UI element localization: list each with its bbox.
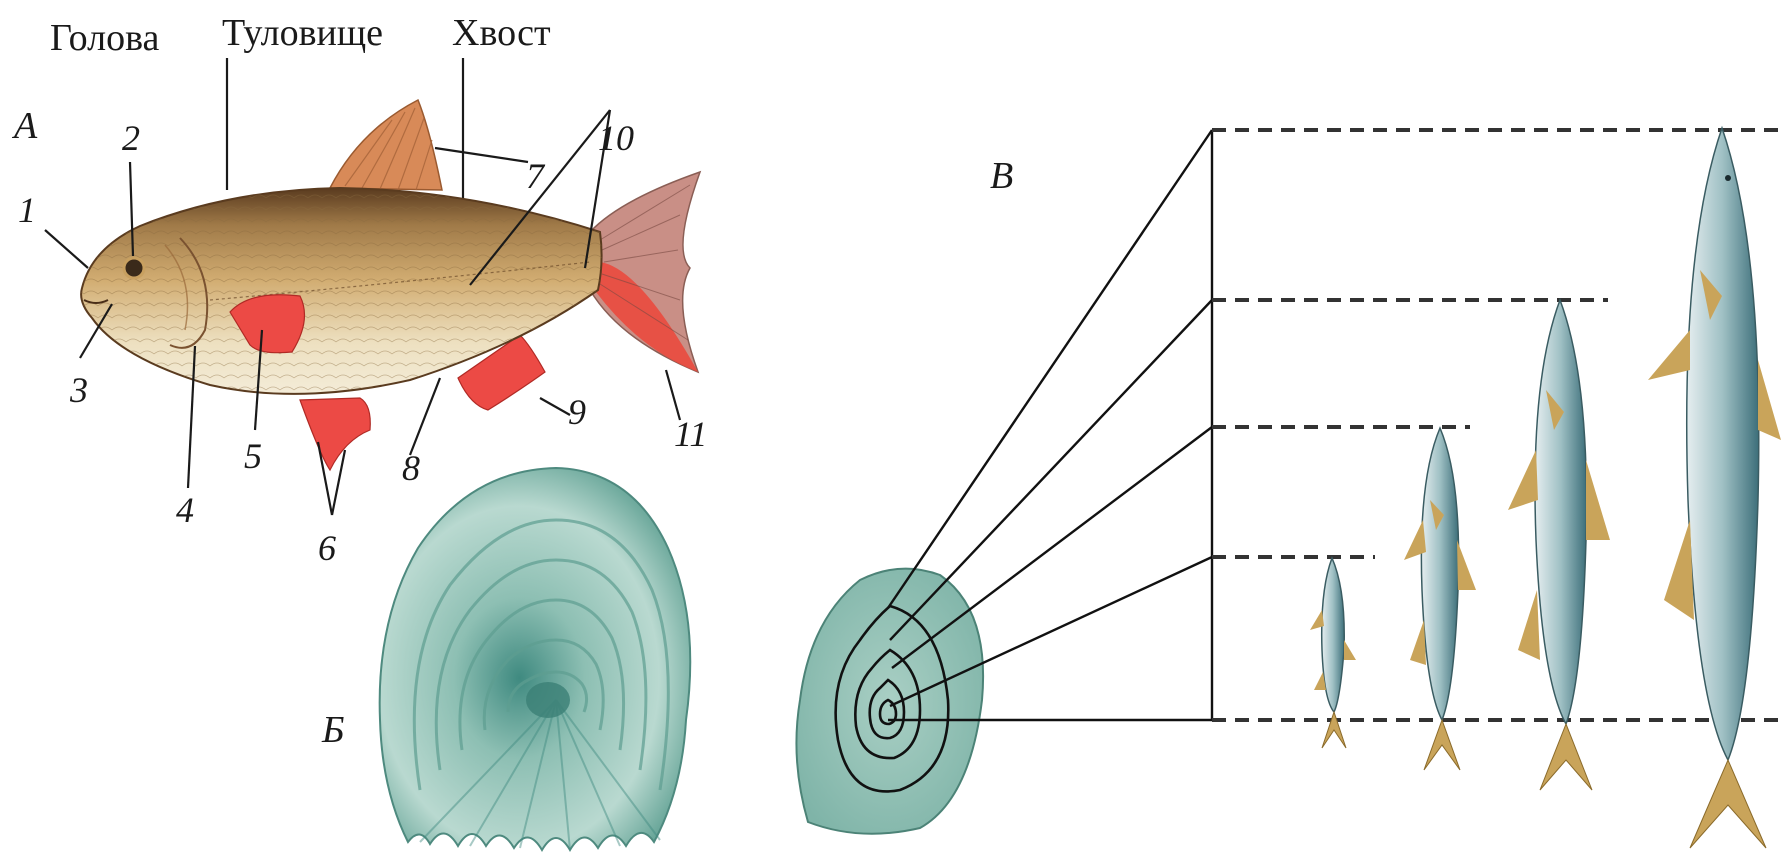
juvenile-fish-4 — [1648, 128, 1781, 848]
panel-letter-b: Б — [321, 709, 344, 751]
region-label-tail: Хвост — [452, 12, 551, 54]
region-label-trunk: Туловище — [222, 12, 383, 54]
pelvic-fins — [300, 398, 370, 470]
juvenile-fish-3 — [1508, 300, 1610, 790]
callout-11: 11 — [674, 414, 707, 454]
panel-letter-v: В — [990, 155, 1013, 197]
callout-2: 2 — [122, 118, 140, 158]
callout-8: 8 — [402, 448, 420, 488]
scale-growth-rings — [796, 569, 983, 834]
ring-ray-4 — [888, 130, 1212, 608]
region-label-head: Голова — [50, 17, 160, 59]
callout-5: 5 — [244, 436, 262, 476]
callout-3: 3 — [69, 370, 88, 410]
scale-closeup — [380, 468, 691, 850]
callout-9: 9 — [568, 392, 586, 432]
panel-letter-a: А — [11, 105, 38, 147]
callout-4: 4 — [176, 490, 194, 530]
callout-10: 10 — [598, 118, 634, 158]
fish-eye — [124, 258, 144, 278]
callout-1: 1 — [18, 190, 36, 230]
ring-ray-3 — [890, 300, 1212, 640]
callout-7: 7 — [526, 156, 546, 196]
callout-6: 6 — [318, 528, 336, 568]
